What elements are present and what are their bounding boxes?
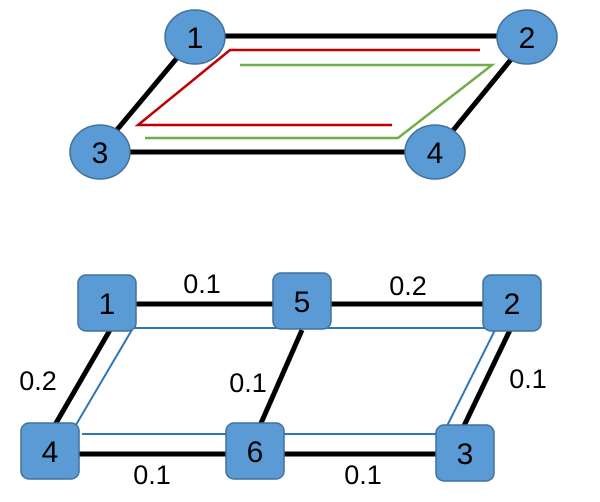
bottom-node-3-label: 3 [457,438,474,471]
weight-1-4: 0.2 [19,366,57,396]
top-graph: 1 2 3 4 [69,9,558,180]
bottom-node-6-label: 6 [247,436,264,469]
bottom-node-4: 4 [20,422,80,480]
top-node-3: 3 [69,124,131,180]
weight-6-3: 0.1 [344,460,382,490]
bottom-node-4-label: 4 [42,436,59,469]
weight-1-5: 0.1 [183,269,221,299]
weight-2-3: 0.1 [509,364,547,394]
bottom-node-5: 5 [272,272,332,330]
top-node-3-label: 3 [92,137,109,170]
bottom-edge-5-6 [255,328,305,432]
top-node-4: 4 [404,124,466,180]
weight-5-2: 0.2 [389,271,427,301]
bottom-node-6: 6 [225,422,285,480]
weight-4-6: 0.1 [133,460,171,490]
bottom-node-1: 1 [77,274,137,332]
bottom-route-blue-1-4 [69,327,134,436]
bottom-node-5-label: 5 [294,286,311,319]
top-node-4-label: 4 [427,137,444,170]
bottom-edge-1-4 [49,328,113,432]
top-route-green [145,63,496,140]
top-node-2-label: 2 [519,22,536,55]
top-node-1-label: 1 [187,22,204,55]
bottom-graph: 1 5 2 4 6 3 0.1 0.2 0.2 0.1 0.1 0.1 0.1 [19,269,547,490]
top-node-1: 1 [164,9,226,65]
bottom-node-2-label: 2 [504,288,521,321]
bottom-node-2: 2 [482,274,542,332]
top-node-2: 2 [496,9,558,65]
bottom-node-1-label: 1 [99,288,116,321]
bottom-edge-2-3 [459,328,513,432]
top-route-red [134,48,480,127]
bottom-route-blue-2-3 [444,329,496,431]
weight-5-6: 0.1 [229,368,267,398]
bottom-node-3: 3 [435,424,495,482]
